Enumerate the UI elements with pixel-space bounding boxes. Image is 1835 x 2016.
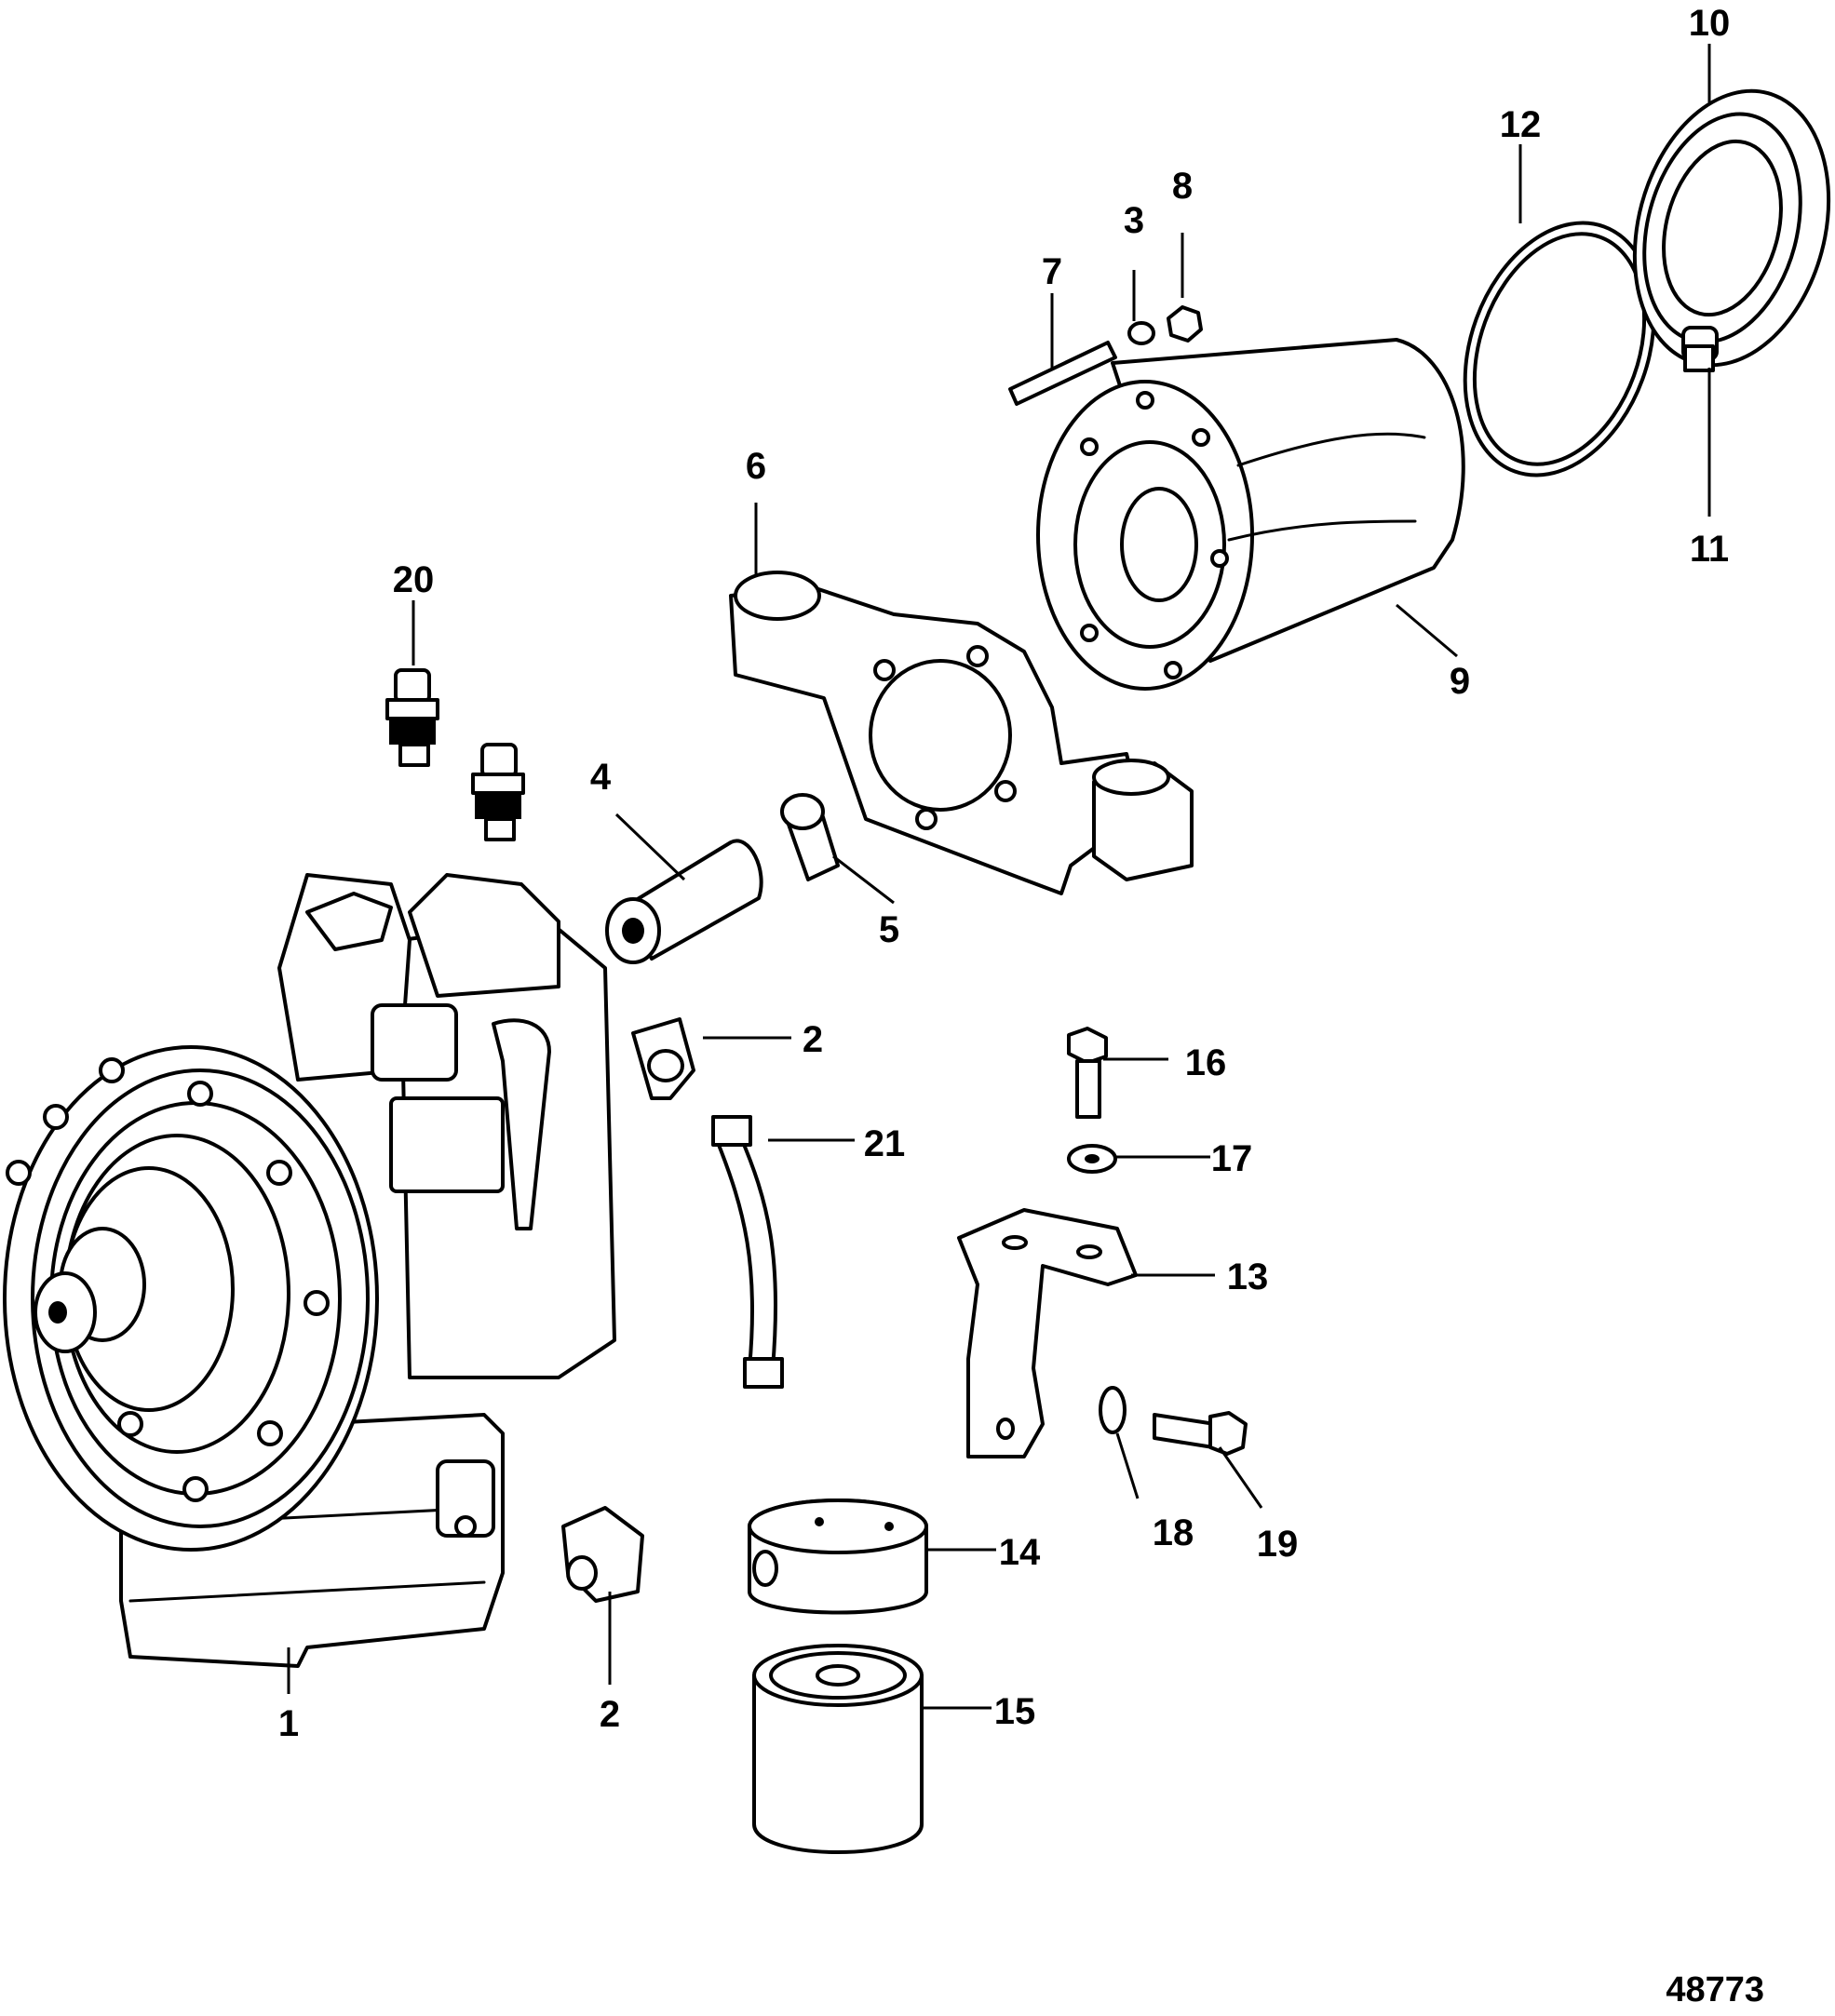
part-mount-bracket: [729, 571, 1194, 895]
part-support-bracket: [957, 1208, 1138, 1458]
callout-9: 9: [1450, 661, 1470, 702]
callout-17: 17: [1211, 1138, 1253, 1179]
part-filter-head: [748, 1499, 928, 1615]
part-hose: [711, 1115, 784, 1389]
part-bushing: [780, 793, 840, 881]
part-elbow-lower: [561, 1506, 644, 1603]
part-washer-18: [1099, 1386, 1127, 1434]
part-pin: [1008, 341, 1117, 406]
figure-number: 48773: [1666, 1970, 1764, 2009]
leader-lines: [287, 44, 1711, 1710]
callout-16: 16: [1185, 1042, 1227, 1083]
callout-18: 18: [1153, 1512, 1194, 1553]
callout-7: 7: [1042, 251, 1062, 292]
part-washer-3: [1127, 321, 1155, 345]
callout-13: 13: [1227, 1257, 1269, 1297]
callout-4: 4: [590, 757, 612, 798]
callout-19: 19: [1257, 1524, 1299, 1565]
callout-14: 14: [999, 1532, 1041, 1573]
part-washer-17: [1067, 1144, 1117, 1174]
callout-20: 20: [393, 559, 435, 600]
part-bell-housing: [1036, 338, 1465, 691]
part-elbow-upper: [631, 1017, 695, 1100]
callout-3: 3: [1124, 200, 1144, 241]
part-filter: [752, 1644, 924, 1854]
callout-8: 8: [1172, 166, 1193, 207]
part-nut: [1167, 305, 1203, 343]
part-cover-plate: [1632, 88, 1831, 368]
callout-6: 6: [746, 446, 766, 487]
callout-15: 15: [994, 1691, 1036, 1732]
callout-2-upper: 2: [803, 1019, 823, 1060]
callout-10: 10: [1689, 3, 1731, 44]
part-gasket: [1463, 221, 1656, 477]
callout-11: 11: [1690, 529, 1729, 570]
part-sleeve: [605, 839, 763, 964]
callout-5: 5: [879, 909, 899, 950]
callout-1: 1: [278, 1703, 299, 1744]
callout-21: 21: [864, 1123, 906, 1164]
part-sensors: [385, 668, 525, 841]
part-screw-11: [1681, 326, 1719, 372]
callout-12: 12: [1500, 104, 1542, 145]
callout-labels: 1 2 2 3 4 5 6 7 8 9 10 11 12 13 14 15 16…: [278, 3, 1730, 1744]
part-bolt-19: [1153, 1411, 1248, 1456]
callout-2-lower: 2: [600, 1694, 620, 1735]
part-transmission: [3, 873, 616, 1668]
part-bolt-16: [1067, 1027, 1108, 1119]
